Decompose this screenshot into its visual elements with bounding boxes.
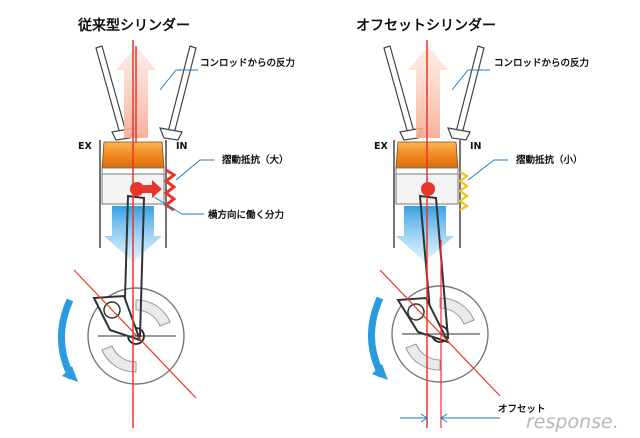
left-crank-line — [73, 269, 197, 399]
right-intake-valve — [447, 45, 485, 141]
left-lateral-label: 横方向に働く分力 — [208, 209, 284, 221]
watermark-logo: response. — [526, 411, 619, 433]
right-rotation-arrow-icon — [368, 296, 386, 378]
right-crank-line — [379, 269, 501, 397]
right-title: オフセットシリンダー — [356, 17, 496, 34]
left-ex-label: EX — [78, 141, 92, 152]
left-conrod-leader — [159, 69, 198, 91]
left-lateral-force-arrow-icon — [140, 180, 162, 198]
right-connecting-rod — [396, 194, 450, 344]
right-friction-leader — [467, 159, 508, 181]
right-friction-zigzag-icon — [458, 171, 470, 211]
right-ex-label: EX — [374, 141, 388, 152]
left-conrod-force-label: コンロッドからの反力 — [200, 57, 295, 69]
right-in-label: IN — [470, 141, 482, 152]
left-in-label: IN — [176, 141, 188, 152]
right-offset-dimension — [400, 413, 500, 423]
left-friction-label: 摺動抵抗（大） — [222, 154, 289, 166]
left-friction-leader — [175, 159, 214, 181]
left-exhaust-valve — [95, 45, 135, 141]
right-friction-label: 摺動抵抗（小） — [516, 154, 583, 166]
right-conrod-force-label: コンロッドからの反力 — [494, 57, 589, 69]
right-piston-pin — [421, 182, 435, 196]
left-intake-valve — [159, 45, 197, 141]
right-engine-diagram: オフセットシリンダー — [356, 17, 589, 428]
left-engine-diagram: 従来型シリンダー — [58, 17, 295, 428]
right-reaction-force-arrow-icon — [408, 46, 448, 138]
right-conrod-leader — [451, 69, 490, 91]
left-lateral-leader — [153, 196, 204, 215]
left-rotation-arrow-icon — [58, 298, 76, 380]
left-title: 従来型シリンダー — [77, 17, 190, 34]
right-offset-label: オフセット — [498, 404, 546, 415]
left-friction-zigzag-icon — [163, 168, 177, 212]
